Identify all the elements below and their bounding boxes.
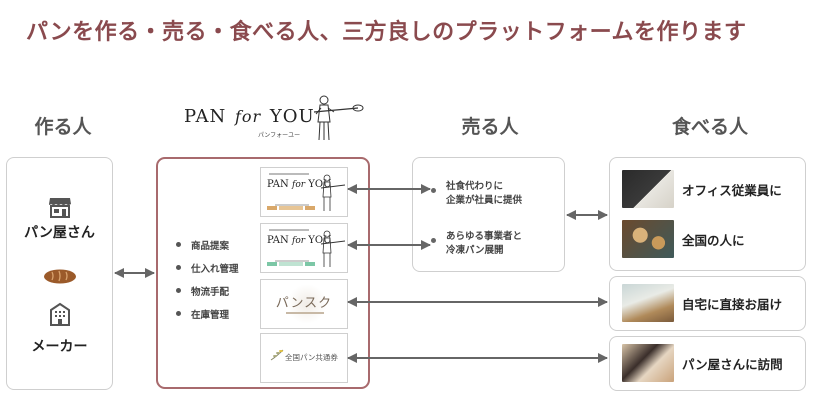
bullet-icon (431, 238, 436, 243)
function-item: 仕入れ管理 (176, 256, 239, 279)
pan-for-you-logo: PAN for YOU パンフォーユー (184, 95, 364, 146)
service-national-bread-voucher[interactable]: 全国パン共通券 (260, 333, 348, 383)
seller-item: あらゆる事業者と 冷凍パン展開 (431, 230, 522, 258)
service-panscu[interactable]: パンスク (260, 279, 348, 329)
consumer-item: オフィス従業員に (622, 170, 782, 208)
service-pan-for-you-frozen[interactable]: PAN for YOU (260, 223, 348, 273)
page-title: パンを作る・売る・食べる人、三方良しのプラットフォームを作ります (26, 20, 747, 45)
logo-word-you: YOU (269, 106, 315, 127)
office-bread-box-photo (622, 170, 674, 208)
maker-manufacturer: メーカー (7, 302, 112, 356)
bakery-shop-icon (48, 198, 71, 218)
home-delivery-box-photo (622, 284, 674, 322)
seller-text-line: 冷凍パン展開 (446, 245, 504, 256)
service-logo: 全国パン共通券 (285, 353, 338, 362)
seller-text: あらゆる事業者と 冷凍パン展開 (446, 230, 522, 258)
service-logo-backdrop (287, 284, 327, 324)
service-tagline (269, 173, 309, 175)
service-logo: PAN for YOU (267, 179, 332, 190)
consumer-label: パン屋さんに訪問 (682, 356, 783, 372)
seller-text: 社食代わりに 企業が社員に提供 (446, 180, 522, 208)
logo-word-for: for (234, 107, 262, 126)
service-accent-band (267, 251, 317, 266)
maker-label-bakery: パン屋さん (24, 225, 95, 241)
function-item: 商品提案 (176, 233, 239, 256)
column-heading-sellers: 売る人 (461, 116, 519, 138)
column-heading-consumers: 食べる人 (671, 116, 748, 138)
platform-box: 商品提案 仕入れ管理 物流手配 在庫管理 PAN for YOU PAN for… (156, 157, 370, 389)
bullet-icon (176, 288, 181, 293)
logo-word-pan: PAN (184, 106, 227, 127)
service-caption (286, 312, 324, 314)
service-caption (275, 204, 309, 206)
consumers-box-visit: パン屋さんに訪問 (609, 336, 806, 391)
function-label: 物流手配 (191, 286, 230, 298)
service-logo: PAN for YOU (267, 235, 332, 246)
maker-bread (7, 268, 112, 288)
factory-building-icon (49, 302, 70, 326)
sellers-box: 社食代わりに 企業が社員に提供 あらゆる事業者と 冷凍パン展開 (412, 157, 565, 272)
seller-text-line: あらゆる事業者と (446, 231, 523, 242)
consumer-item: パン屋さんに訪問 (622, 344, 783, 382)
bullet-icon (176, 242, 181, 247)
platform-function-list: 商品提案 仕入れ管理 物流手配 在庫管理 (176, 233, 239, 325)
service-tagline (269, 229, 309, 231)
bread-icon (43, 269, 76, 284)
consumer-label: 自宅に直接お届け (682, 296, 783, 312)
service-accent-band (267, 195, 317, 210)
consumers-box-home: 自宅に直接お届け (609, 276, 806, 331)
function-label: 在庫管理 (191, 309, 230, 321)
baker-with-peel-icon (313, 95, 364, 141)
seller-text-line: 社食代わりに (446, 181, 504, 192)
function-item: 物流手配 (176, 279, 239, 302)
maker-label-manufacturer: メーカー (31, 339, 88, 355)
bread-table-photo (622, 220, 674, 258)
logo-wordmark: PAN for YOU (184, 106, 315, 127)
consumer-item: 全国の人に (622, 220, 745, 258)
seller-text-line: 企業が社員に提供 (446, 195, 523, 206)
service-pan-for-you-office[interactable]: PAN for YOU (260, 167, 348, 217)
baker-icon (320, 230, 346, 267)
bullet-icon (176, 311, 181, 316)
consumer-label: オフィス従業員に (682, 182, 782, 198)
wheat-icon (270, 349, 284, 361)
bullet-icon (431, 188, 436, 193)
makers-box: パン屋さん メーカー (6, 157, 113, 390)
consumer-item: 自宅に直接お届け (622, 284, 782, 322)
maker-bakery: パン屋さん (7, 196, 112, 242)
consumers-box-main: オフィス従業員に 全国の人に (609, 157, 806, 271)
service-logo: パンスク (275, 296, 333, 311)
service-caption (275, 260, 309, 262)
column-heading-makers: 作る人 (34, 116, 92, 138)
seller-item: 社食代わりに 企業が社員に提供 (431, 180, 522, 208)
baker-icon (320, 174, 346, 211)
function-label: 仕入れ管理 (191, 263, 239, 275)
consumer-label: 全国の人に (682, 232, 745, 248)
bakery-visit-photo (622, 344, 674, 382)
function-label: 商品提案 (191, 240, 230, 252)
logo-subtitle: パンフォーユー (258, 132, 301, 139)
bullet-icon (176, 265, 181, 270)
function-item: 在庫管理 (176, 302, 239, 325)
